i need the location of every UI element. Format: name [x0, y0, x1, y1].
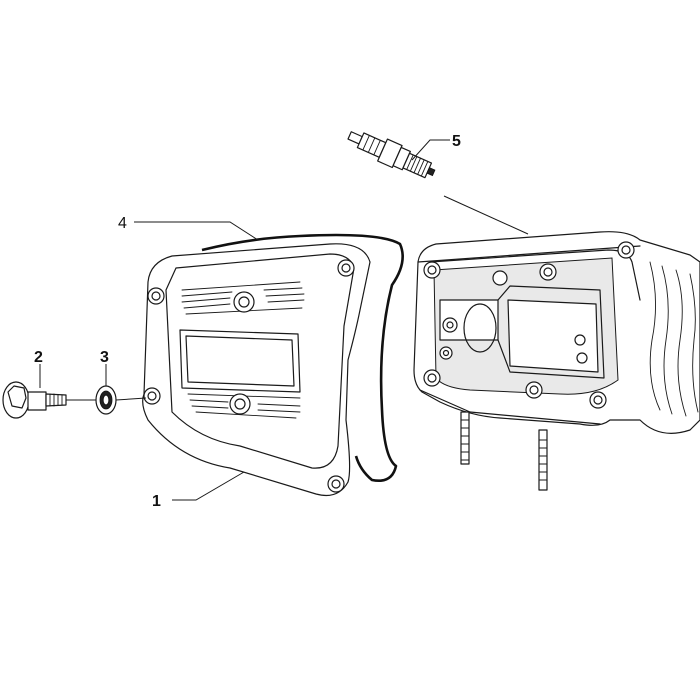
callout-leader-4: [134, 221, 259, 241]
callout-2: 2: [34, 349, 43, 366]
callout-leader-5: [411, 139, 529, 235]
cylinder-head: [413, 231, 700, 491]
flange-bolt: [2, 381, 67, 419]
callout-3: 3: [100, 349, 109, 366]
callout-4: 4: [118, 215, 127, 232]
sealing-washer: [95, 385, 117, 415]
cover-gasket: [201, 233, 404, 482]
callout-leader-1: [172, 471, 245, 501]
stud-left: [460, 411, 470, 465]
stud-right: [538, 429, 548, 491]
callout-5: 5: [452, 133, 461, 150]
rocker-cover: [142, 243, 371, 497]
washer-axis-line: [115, 397, 147, 401]
spark-plug: [347, 131, 436, 179]
callout-1: 1: [152, 493, 161, 510]
